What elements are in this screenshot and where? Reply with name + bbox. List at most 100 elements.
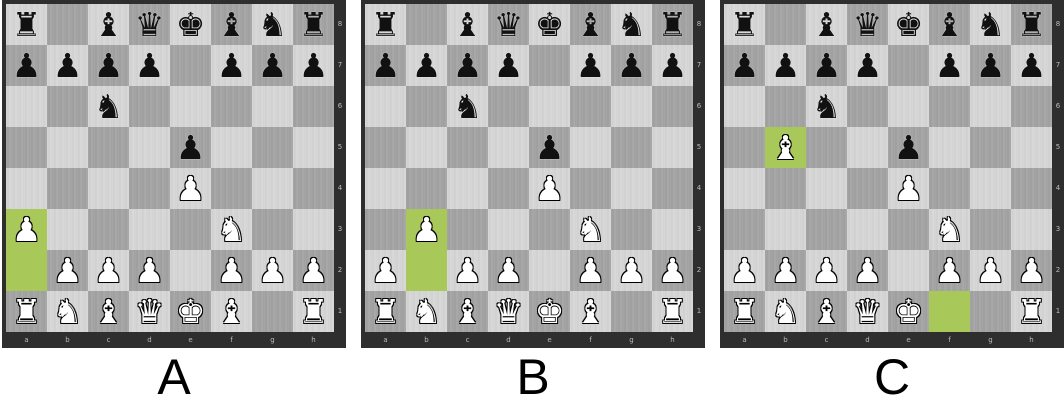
black-bishop-icon[interactable]: ♝ (811, 5, 842, 44)
square-f2[interactable]: ♟ (570, 250, 611, 291)
square-h2[interactable]: ♟ (1011, 250, 1052, 291)
square-c6[interactable]: ♞ (806, 86, 847, 127)
square-f1[interactable]: ♝ (570, 291, 611, 332)
black-bishop-icon[interactable]: ♝ (934, 5, 965, 44)
square-a4[interactable] (365, 168, 406, 209)
square-a6[interactable] (724, 86, 765, 127)
square-d4[interactable] (847, 168, 888, 209)
square-h4[interactable] (1011, 168, 1052, 209)
square-e7[interactable] (529, 45, 570, 86)
square-g1[interactable] (252, 291, 293, 332)
square-d7[interactable]: ♟ (129, 45, 170, 86)
square-c8[interactable]: ♝ (806, 4, 847, 45)
black-pawn-icon[interactable]: ♟ (657, 46, 688, 85)
square-b7[interactable]: ♟ (406, 45, 447, 86)
square-f4[interactable] (211, 168, 252, 209)
square-e6[interactable] (888, 86, 929, 127)
square-b6[interactable] (406, 86, 447, 127)
square-h5[interactable] (652, 127, 693, 168)
square-g7[interactable]: ♟ (611, 45, 652, 86)
square-e2[interactable] (888, 250, 929, 291)
square-a8[interactable]: ♜ (365, 4, 406, 45)
square-h3[interactable] (652, 209, 693, 250)
white-pawn-icon[interactable]: ♟ (52, 251, 83, 290)
square-e5[interactable]: ♟ (529, 127, 570, 168)
white-pawn-icon[interactable]: ♟ (770, 251, 801, 290)
black-knight-icon[interactable]: ♞ (93, 87, 124, 126)
black-queen-icon[interactable]: ♛ (134, 5, 165, 44)
square-a7[interactable]: ♟ (724, 45, 765, 86)
black-pawn-icon[interactable]: ♟ (52, 46, 83, 85)
square-f7[interactable]: ♟ (211, 45, 252, 86)
square-d1[interactable]: ♛ (488, 291, 529, 332)
black-knight-icon[interactable]: ♞ (452, 87, 483, 126)
square-c3[interactable] (88, 209, 129, 250)
white-bishop-icon[interactable]: ♝ (575, 292, 606, 331)
square-e3[interactable] (170, 209, 211, 250)
square-c8[interactable]: ♝ (447, 4, 488, 45)
square-b1[interactable]: ♞ (47, 291, 88, 332)
square-h6[interactable] (652, 86, 693, 127)
square-c8[interactable]: ♝ (88, 4, 129, 45)
black-bishop-icon[interactable]: ♝ (452, 5, 483, 44)
square-g3[interactable] (970, 209, 1011, 250)
square-d3[interactable] (488, 209, 529, 250)
square-f7[interactable]: ♟ (929, 45, 970, 86)
square-g4[interactable] (252, 168, 293, 209)
square-c4[interactable] (88, 168, 129, 209)
square-c7[interactable]: ♟ (88, 45, 129, 86)
square-f3[interactable]: ♞ (929, 209, 970, 250)
black-pawn-icon[interactable]: ♟ (298, 46, 329, 85)
square-e6[interactable] (529, 86, 570, 127)
white-pawn-icon[interactable]: ♟ (534, 169, 565, 208)
black-pawn-icon[interactable]: ♟ (616, 46, 647, 85)
black-knight-icon[interactable]: ♞ (616, 5, 647, 44)
square-b5[interactable] (47, 127, 88, 168)
square-c2[interactable]: ♟ (88, 250, 129, 291)
square-e2[interactable] (170, 250, 211, 291)
square-c6[interactable]: ♞ (88, 86, 129, 127)
black-pawn-icon[interactable]: ♟ (1016, 46, 1047, 85)
square-d7[interactable]: ♟ (847, 45, 888, 86)
square-h3[interactable] (293, 209, 334, 250)
square-a1[interactable]: ♜ (724, 291, 765, 332)
square-f7[interactable]: ♟ (570, 45, 611, 86)
square-a8[interactable]: ♜ (724, 4, 765, 45)
white-bishop-icon[interactable]: ♝ (93, 292, 124, 331)
white-pawn-icon[interactable]: ♟ (975, 251, 1006, 290)
square-c1[interactable]: ♝ (447, 291, 488, 332)
square-c4[interactable] (447, 168, 488, 209)
square-b3[interactable]: ♟ (406, 209, 447, 250)
white-pawn-icon[interactable]: ♟ (411, 210, 442, 249)
square-g3[interactable] (611, 209, 652, 250)
black-pawn-icon[interactable]: ♟ (216, 46, 247, 85)
square-a8[interactable]: ♜ (6, 4, 47, 45)
square-a4[interactable] (724, 168, 765, 209)
square-h8[interactable]: ♜ (293, 4, 334, 45)
square-d7[interactable]: ♟ (488, 45, 529, 86)
white-rook-icon[interactable]: ♜ (1016, 292, 1047, 331)
square-g1[interactable] (970, 291, 1011, 332)
white-knight-icon[interactable]: ♞ (770, 292, 801, 331)
square-a1[interactable]: ♜ (365, 291, 406, 332)
square-e4[interactable]: ♟ (170, 168, 211, 209)
white-pawn-icon[interactable]: ♟ (852, 251, 883, 290)
square-c2[interactable]: ♟ (447, 250, 488, 291)
square-e8[interactable]: ♚ (888, 4, 929, 45)
square-c7[interactable]: ♟ (447, 45, 488, 86)
black-bishop-icon[interactable]: ♝ (93, 5, 124, 44)
white-pawn-icon[interactable]: ♟ (616, 251, 647, 290)
square-f3[interactable]: ♞ (570, 209, 611, 250)
square-c4[interactable] (806, 168, 847, 209)
square-f3[interactable]: ♞ (211, 209, 252, 250)
square-f2[interactable]: ♟ (211, 250, 252, 291)
white-pawn-icon[interactable]: ♟ (298, 251, 329, 290)
white-queen-icon[interactable]: ♛ (493, 292, 524, 331)
square-c5[interactable] (447, 127, 488, 168)
white-pawn-icon[interactable]: ♟ (134, 251, 165, 290)
white-king-icon[interactable]: ♚ (534, 292, 565, 331)
square-b3[interactable] (765, 209, 806, 250)
square-e8[interactable]: ♚ (170, 4, 211, 45)
square-c2[interactable]: ♟ (806, 250, 847, 291)
square-h7[interactable]: ♟ (652, 45, 693, 86)
